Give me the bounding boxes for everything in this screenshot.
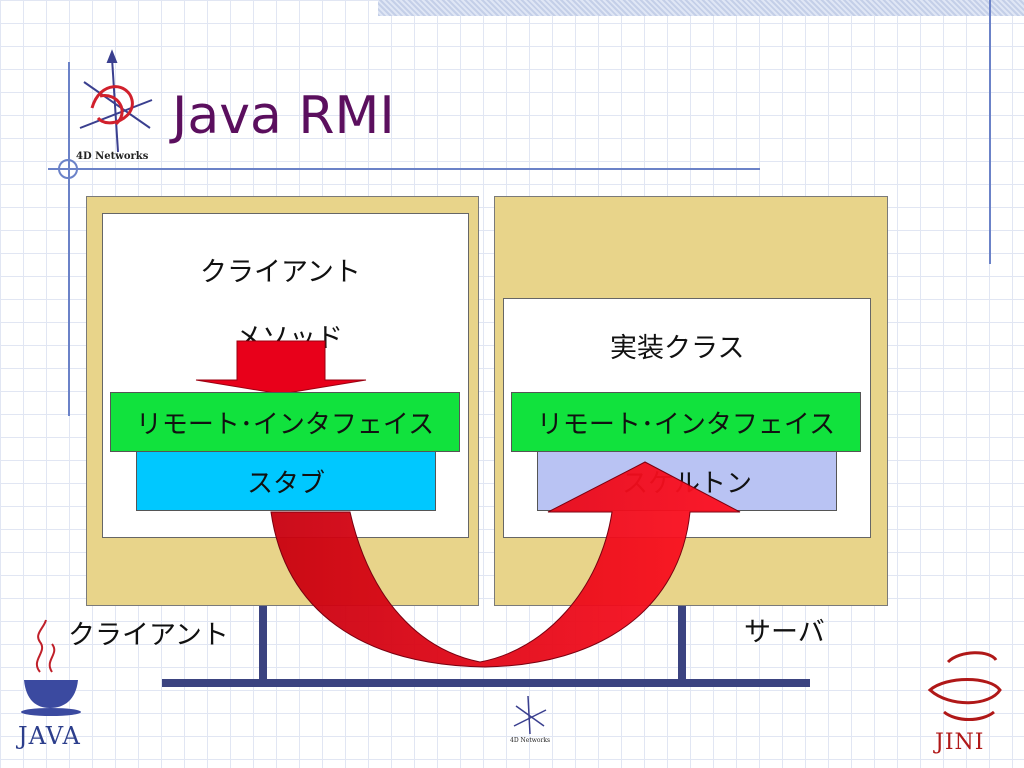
top-decorative-strip — [378, 0, 1024, 16]
jini-logo-text: JINI — [935, 730, 985, 755]
java-logo-text: JAVA — [18, 722, 81, 750]
client-remote-interface-label: リモート･インタフェイス — [135, 409, 435, 440]
client-heading: クライアント — [200, 257, 361, 288]
method-label: メソッド — [235, 323, 343, 354]
client-network-drop — [259, 605, 267, 683]
network-client-label: クライアント — [68, 620, 229, 651]
server-network-drop — [678, 605, 686, 683]
logo-caption: 4D Networks — [76, 151, 149, 162]
stub-bar: スタブ — [136, 451, 436, 511]
skeleton-bar: スケルトン — [537, 451, 837, 511]
title-underline-rule — [48, 168, 760, 170]
page-title: Java RMI — [172, 86, 395, 146]
right-vertical-rule — [989, 0, 991, 264]
footer-logo-caption: 4D Networks — [510, 737, 551, 744]
left-vertical-rule — [68, 62, 70, 416]
network-bus-line — [162, 679, 810, 687]
server-remote-interface-bar: リモート･インタフェイス — [511, 392, 861, 452]
server-remote-interface-label: リモート･インタフェイス — [536, 409, 836, 440]
network-server-label: サーバ — [744, 617, 825, 648]
stub-label: スタブ — [246, 468, 325, 499]
implementation-class-heading: 実装クラス — [610, 333, 745, 364]
client-remote-interface-bar: リモート･インタフェイス — [110, 392, 460, 452]
skeleton-label: スケルトン — [621, 468, 752, 499]
